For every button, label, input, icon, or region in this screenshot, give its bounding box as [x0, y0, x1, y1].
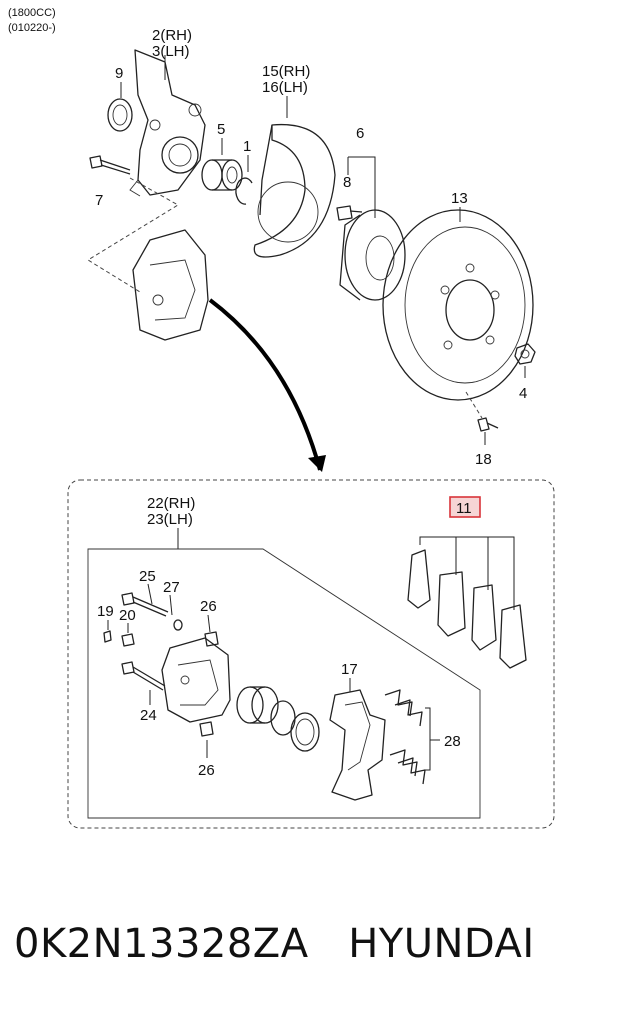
pad-shim-kit — [384, 689, 426, 785]
label-4: 4 — [519, 385, 527, 402]
brake-assembly-diagram: (1800CC) (010220-) 2(RH) 3(LH) 9 5 1 7 — [8, 7, 555, 829]
label-28: 28 — [444, 733, 461, 750]
label-5: 5 — [217, 121, 225, 138]
label-13: 13 — [451, 190, 468, 207]
detail-arrow-head — [308, 455, 326, 472]
brand-name: HYUNDAI — [348, 921, 535, 967]
leader-26-upper — [207, 614, 211, 633]
disc-screw — [477, 417, 499, 432]
piston-boot-inner — [295, 718, 315, 746]
label-26-upper: 26 — [200, 598, 217, 615]
label-19: 19 — [97, 603, 114, 620]
part-number-footer: 0K2N13328ZA HYUNDAI — [14, 914, 614, 974]
label-9: 9 — [115, 65, 123, 82]
label-16-lh: 16(LH) — [262, 79, 308, 96]
dust-seal — [107, 98, 133, 132]
leader-25 — [147, 583, 153, 605]
label-22-rh: 22(RH) — [147, 495, 195, 512]
caliper-kit-frame — [87, 548, 481, 819]
part-number: 0K2N13328ZA — [14, 921, 309, 967]
pin-sleeve-lower — [199, 721, 214, 737]
snap-ring — [235, 177, 253, 205]
dashed-guide-screw — [465, 391, 483, 419]
caliper-body — [161, 637, 231, 723]
label-15-rh: 15(RH) — [262, 63, 310, 80]
hub-nut — [514, 343, 536, 365]
label-17: 17 — [341, 661, 358, 678]
guide-pin-bolt-upper — [121, 592, 169, 617]
steering-knuckle — [129, 49, 206, 197]
guide-pin-boot — [173, 619, 183, 631]
label-6: 6 — [356, 125, 364, 142]
knuckle-bolt — [89, 155, 131, 175]
dust-cover — [253, 123, 336, 258]
leader-28-bracket — [425, 707, 431, 771]
label-23-lh: 23(LH) — [147, 511, 193, 528]
hub-bolt — [336, 205, 363, 221]
brake-disc — [382, 209, 534, 401]
label-11-highlight — [449, 496, 481, 518]
label-18: 18 — [475, 451, 492, 468]
caliper-piston — [236, 686, 279, 724]
label-11: 11 — [456, 500, 472, 517]
detail-arrow — [208, 298, 322, 471]
brake-pad-set — [407, 549, 527, 669]
detail-frame — [67, 479, 555, 829]
piston-boot — [290, 712, 320, 752]
label-25: 25 — [139, 568, 156, 585]
label-2-rh: 2(RH) — [152, 27, 192, 44]
wheel-bearing — [201, 159, 243, 191]
label-3-lh: 3(LH) — [152, 43, 190, 60]
leader-11-bar — [419, 536, 515, 610]
engine-spec-label: (1800CC) — [8, 7, 56, 19]
date-range-label: (010220-) — [8, 22, 56, 34]
label-1: 1 — [243, 138, 251, 155]
pin-sleeve-upper — [204, 631, 219, 647]
bleeder-cap — [103, 630, 112, 643]
leader-6 — [348, 156, 376, 218]
dashed-guide-knuckle-caliper — [87, 177, 179, 293]
label-20: 20 — [119, 607, 136, 624]
label-7: 7 — [95, 192, 103, 209]
caliper-assembly-upper — [132, 229, 209, 341]
guide-pin-bolt-lower — [121, 661, 166, 691]
leader-27 — [169, 594, 173, 616]
caliper-carrier — [329, 689, 386, 801]
label-24: 24 — [140, 707, 157, 724]
bleeder-screw — [121, 633, 135, 647]
wheel-hub — [339, 209, 406, 301]
label-27: 27 — [163, 579, 180, 596]
label-8: 8 — [343, 174, 351, 191]
label-26-lower: 26 — [198, 762, 215, 779]
